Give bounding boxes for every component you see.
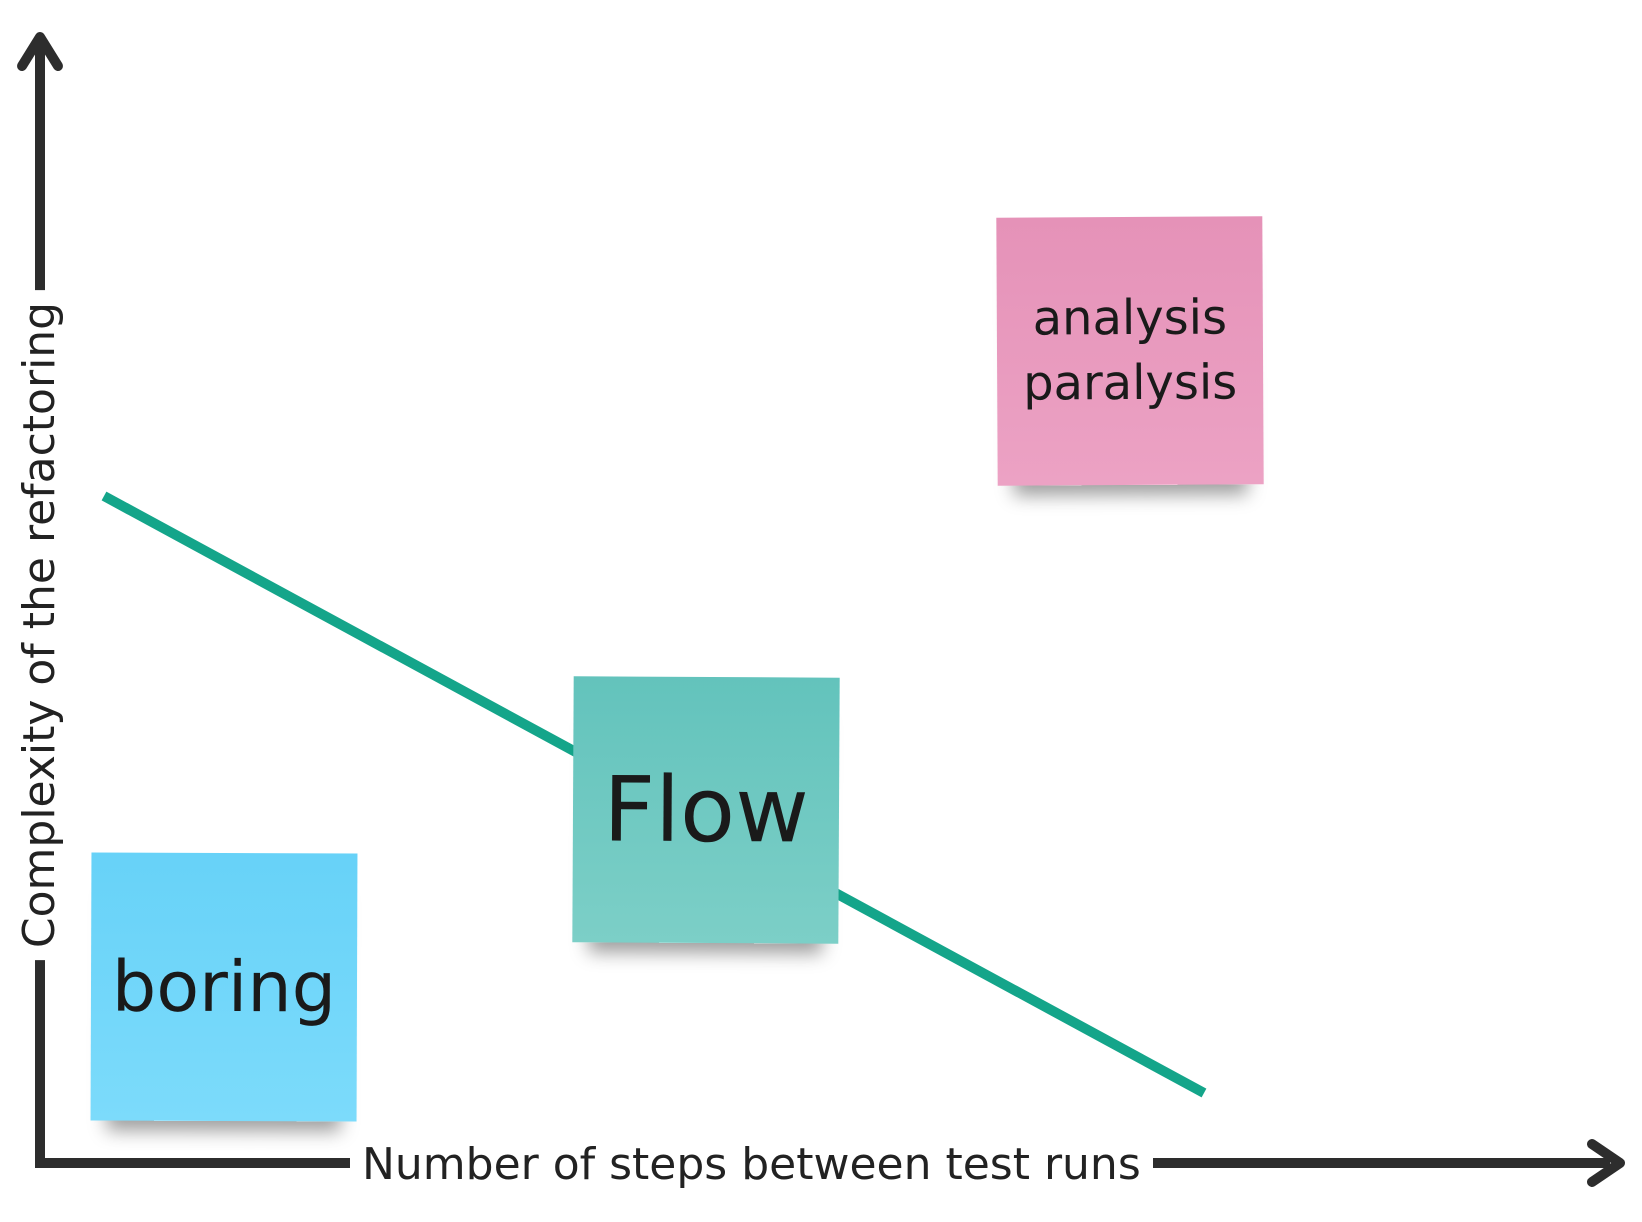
y-axis-arrowhead-icon <box>17 32 63 71</box>
sticky-note-analysis-paralysis[interactable]: analysis paralysis <box>996 216 1264 486</box>
sticky-note-flow[interactable]: Flow <box>572 676 840 944</box>
y-axis-label: Complexity of the refactoring <box>14 289 65 961</box>
sticky-note-boring[interactable]: boring <box>90 852 358 1122</box>
sticky-note-analysis-paralysis-text: analysis paralysis <box>1022 289 1238 412</box>
x-axis-label: Number of steps between test runs <box>350 1143 1153 1187</box>
x-axis-arrowhead-icon <box>1587 1139 1625 1187</box>
sticky-note-flow-text: Flow <box>602 756 809 864</box>
sticky-note-boring-text: boring <box>111 945 337 1029</box>
